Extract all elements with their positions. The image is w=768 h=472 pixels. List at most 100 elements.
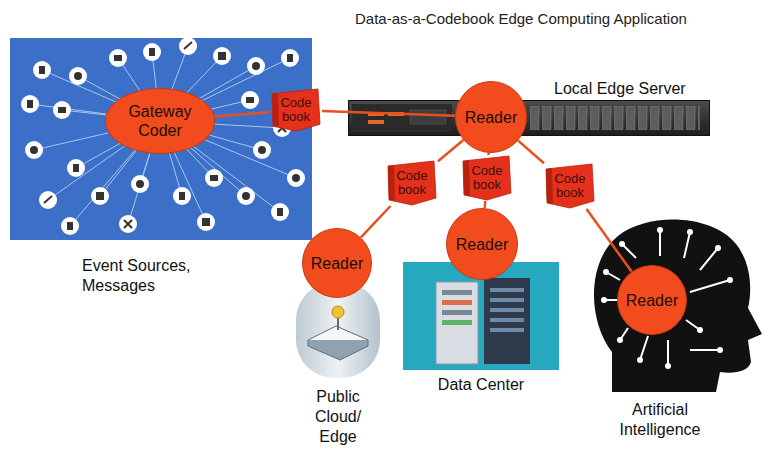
device-icon: [67, 222, 73, 230]
device-icon: [253, 141, 271, 159]
ai-head: [717, 347, 723, 353]
codebook-spine: [272, 93, 279, 126]
ai-head: [604, 230, 730, 366]
ai-head: [594, 220, 762, 392]
device-icon: [247, 57, 265, 75]
device-icon: [213, 47, 231, 65]
device-icon: [39, 66, 45, 74]
connector-line: [487, 153, 490, 155]
reader-circle: Reader: [302, 228, 372, 298]
device-icon: [33, 61, 51, 79]
node-label: Code book: [386, 169, 438, 197]
data-center-rack: [490, 288, 524, 292]
device-icon: [197, 213, 215, 231]
data-center-rack: [490, 328, 524, 332]
device-icon: [109, 49, 127, 67]
device-icon: [119, 215, 137, 233]
device-icon: [241, 91, 259, 109]
server-front: [530, 106, 700, 130]
device-icon: [30, 146, 38, 154]
node-caption: Artificial Intelligence: [600, 400, 720, 440]
device-icon: [210, 175, 218, 181]
device-icon: [237, 187, 255, 205]
device-icon: [247, 57, 265, 75]
device-icon: [131, 175, 149, 193]
device-icon: [173, 187, 191, 205]
device-icon: [131, 175, 149, 193]
device-icon: [27, 100, 33, 108]
device-icon: [25, 141, 43, 159]
device-icon: [109, 49, 127, 67]
ai-head: [665, 363, 671, 369]
device-icon: [21, 95, 39, 113]
device-icon: [242, 192, 250, 200]
ai-head: [697, 327, 703, 333]
ai-head: [617, 337, 623, 343]
data-center-box: ReaderData Center: [403, 262, 559, 370]
device-icon: [253, 141, 271, 159]
node-caption: Data Center: [403, 375, 559, 395]
device-icon: [33, 61, 51, 79]
device-icon: [21, 95, 39, 113]
server-front: [368, 120, 384, 124]
device-icon: [271, 203, 289, 221]
data-center-rack: [442, 320, 472, 325]
device-icon: [39, 191, 57, 209]
ai-head: [727, 277, 733, 283]
diagram-title: Data-as-a-Codebook Edge Computing Applic…: [355, 10, 765, 28]
device-icon: [179, 37, 197, 55]
device-icon: [277, 208, 283, 216]
device-icon: [67, 159, 85, 177]
connector-line: [322, 111, 455, 116]
node-caption: Event Sources, Messages: [82, 256, 212, 296]
server-front: [410, 110, 446, 124]
codebook-spine: [388, 166, 395, 201]
device-icon: [205, 169, 223, 187]
device-icon: [281, 49, 299, 67]
device-icon: [67, 159, 85, 177]
connector-line: [215, 112, 270, 116]
device-icon: [44, 196, 52, 203]
node-label: Reader: [626, 291, 678, 310]
server-front: [388, 112, 404, 116]
ai-head: [715, 245, 721, 251]
node-label: Gateway Coder: [113, 102, 207, 140]
device-icon: [173, 187, 191, 205]
device-icon: [91, 187, 109, 205]
codebook-spine: [546, 169, 553, 204]
device-icon: [58, 107, 66, 113]
device-icon: [143, 43, 161, 61]
device-icon: [258, 146, 266, 154]
data-center-rack: [442, 310, 472, 315]
data-center-rack: [484, 278, 530, 364]
codebook-flag: Code book: [544, 163, 596, 209]
cloud-server-icon: [332, 306, 344, 318]
device-icon: [179, 192, 185, 200]
data-center-rack: [490, 308, 524, 312]
node-label: Code book: [544, 172, 596, 200]
data-center-rack: [490, 318, 524, 322]
device-icon: [136, 180, 144, 188]
device-icon: [74, 72, 82, 80]
connector-line: [483, 201, 486, 208]
device-icon: [39, 191, 57, 209]
device-icon: [69, 67, 87, 85]
node-label: Code book: [270, 96, 322, 124]
device-icon: [179, 37, 197, 55]
node-label: Reader: [465, 108, 517, 127]
node-label: Reader: [311, 254, 363, 273]
device-icon: [184, 42, 192, 49]
device-icon: [197, 213, 215, 231]
device-icon: [149, 48, 155, 56]
connector-line: [361, 206, 391, 237]
event-source-panel: Gateway CoderEvent Sources, Messages: [10, 38, 312, 240]
device-icon: [143, 43, 161, 61]
node-label: Reader: [456, 235, 508, 254]
ai-head: [687, 229, 693, 235]
device-icon: [287, 54, 293, 62]
server-front: [368, 112, 384, 116]
device-icon: [213, 47, 231, 65]
codebook-flag: Code book: [270, 88, 322, 132]
device-icon: [114, 55, 122, 61]
device-icon: [292, 174, 300, 182]
